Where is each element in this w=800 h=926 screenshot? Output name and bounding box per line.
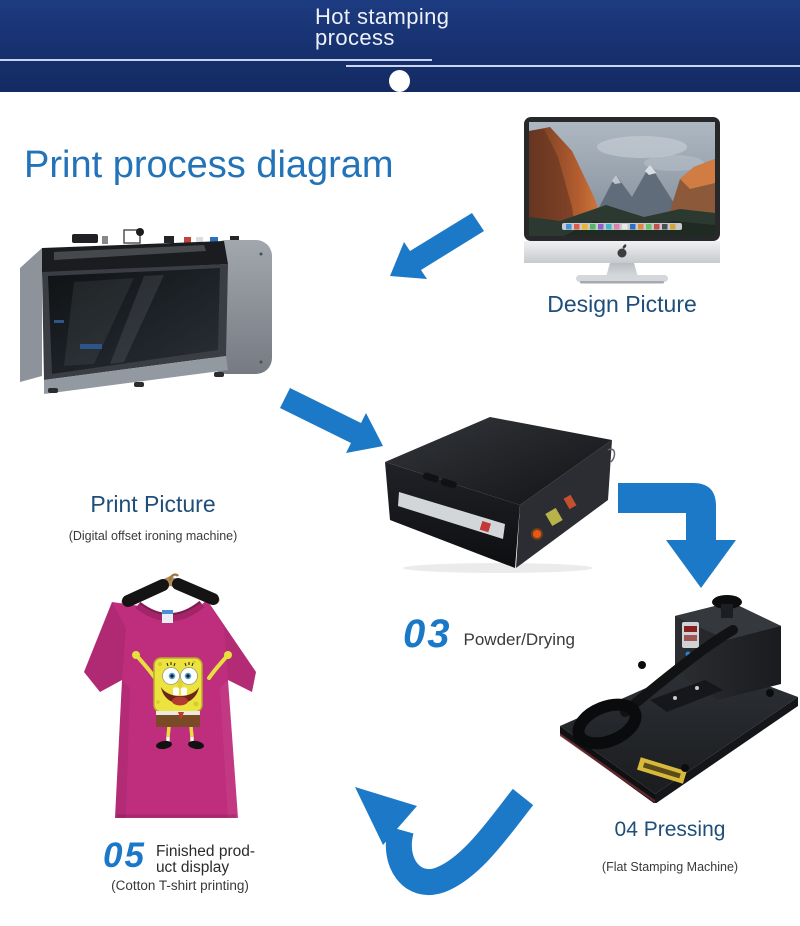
step-number-05: 05 — [103, 836, 146, 875]
pressing-sublabel: (Flat Stamping Machine) — [601, 860, 739, 874]
finished-label-line1: Finished prod- — [155, 843, 256, 860]
heat-press-illustration — [560, 595, 798, 803]
arrow-print-to-powder-icon — [280, 388, 383, 453]
powder-drying-label: Powder/Drying — [463, 630, 576, 649]
apple-logo-icon — [617, 244, 627, 258]
banner-title-line2: process — [315, 25, 395, 50]
print-picture-label: Print Picture — [90, 491, 216, 517]
banner: Hot stamping process — [0, 0, 800, 92]
spongebob-print — [132, 651, 232, 750]
page-title: Print process diagram — [24, 144, 394, 186]
hanger-pad-right — [172, 578, 219, 605]
powder-drying-machine-illustration — [385, 417, 616, 573]
step-powder: 03 Powder/Drying — [403, 612, 576, 656]
finished-label-line2: uct display — [155, 859, 230, 876]
dot-ornament — [389, 70, 410, 92]
pressing-label: 04 Pressing — [614, 818, 726, 841]
step-finished: 05 Finished prod- uct display — [103, 836, 255, 876]
print-picture-sublabel: (Digital offset ironing machine) — [68, 529, 238, 543]
printer-illustration — [20, 228, 272, 394]
imac-computer-illustration — [524, 117, 720, 284]
banner-title: Hot stamping process — [315, 4, 450, 50]
tshirt-illustration — [84, 573, 256, 818]
banner-title-line1: Hot stamping — [315, 4, 450, 29]
finished-product-sublabel: (Cotton T-shirt printing) — [111, 878, 249, 893]
hanger-hook — [168, 573, 180, 582]
design-picture-label: Design Picture — [547, 291, 697, 317]
warning-sticker — [637, 757, 687, 784]
divider-line-left — [0, 59, 432, 61]
finished-product-label: Finished prod- uct display — [156, 844, 255, 876]
divider-line-right — [346, 65, 800, 67]
hanger-pad-left — [122, 579, 169, 607]
step-number-03: 03 — [403, 612, 452, 656]
press-handle — [572, 698, 642, 750]
arrow-powder-to-press-icon — [618, 483, 736, 588]
arrow-press-to-finished-icon — [355, 787, 534, 895]
arrow-design-to-print-icon — [390, 213, 484, 279]
